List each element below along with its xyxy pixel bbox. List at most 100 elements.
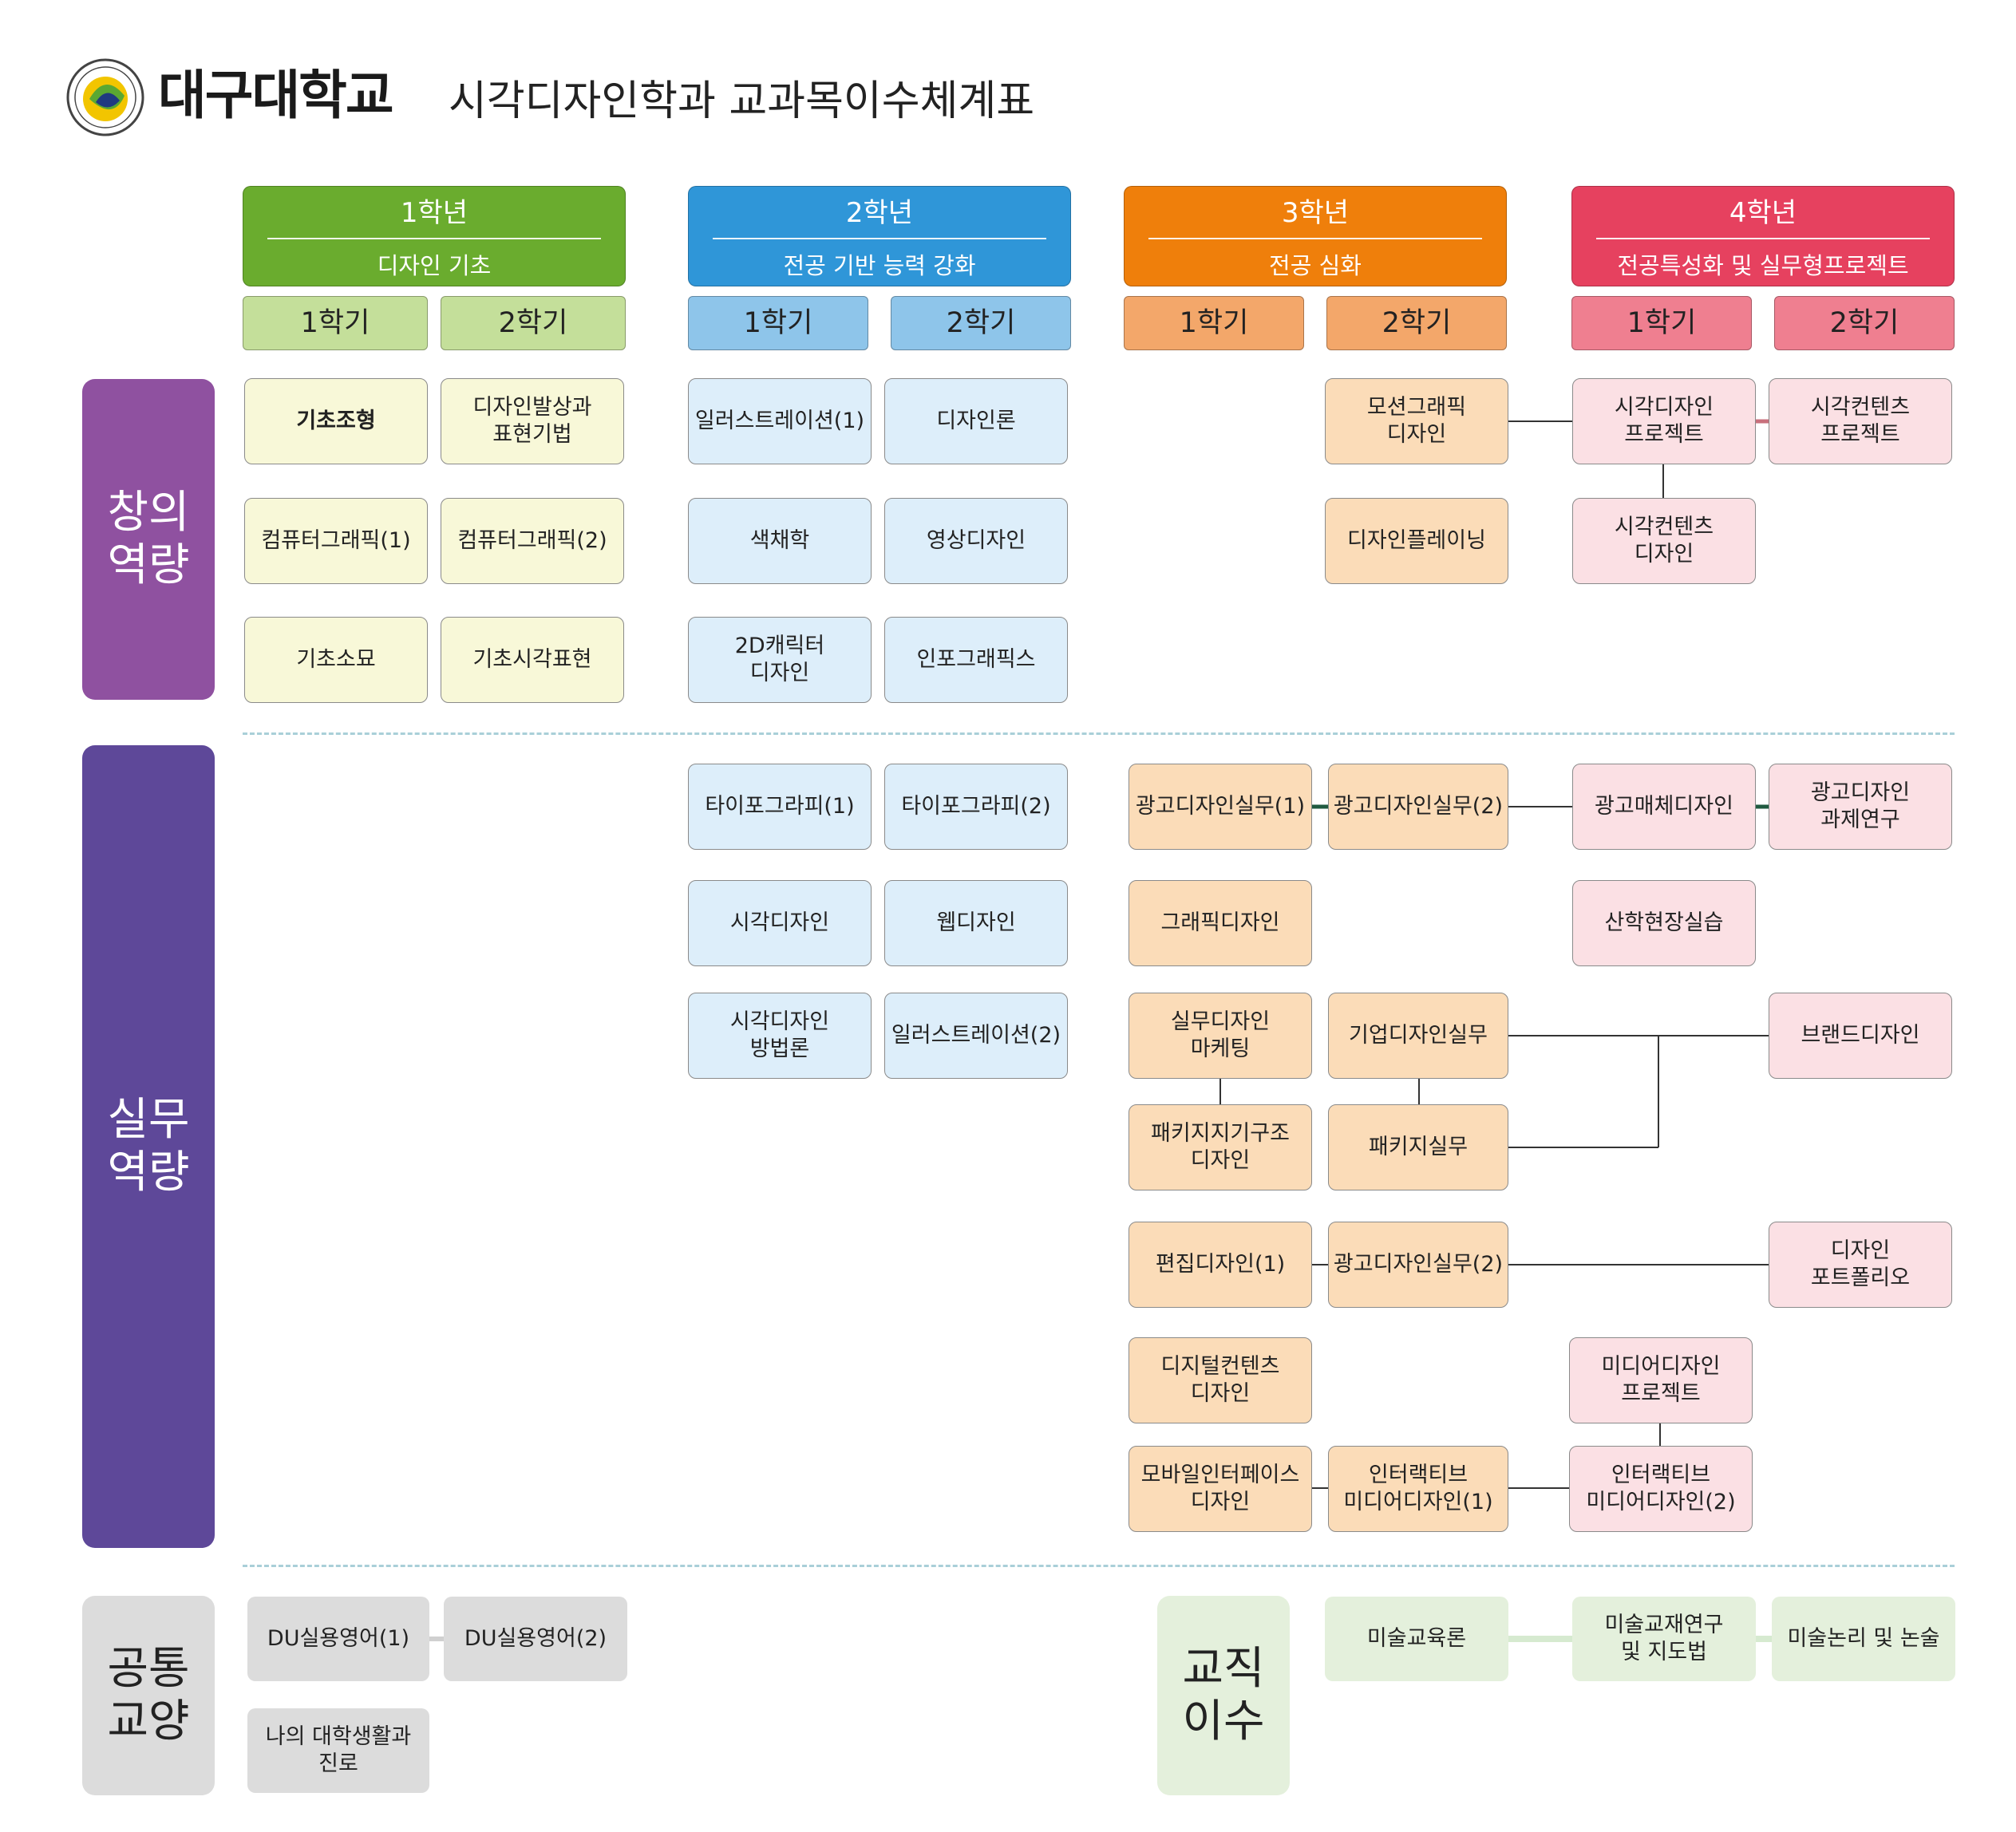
course-box[interactable]: 웹디자인 [884, 880, 1068, 966]
course-box[interactable]: 미디어디자인 프로젝트 [1569, 1337, 1753, 1423]
course-box[interactable]: 디자인플레이닝 [1325, 498, 1508, 584]
course-box[interactable]: 시각컨텐츠 디자인 [1572, 498, 1756, 584]
course-box[interactable]: 광고매체디자인 [1572, 764, 1756, 850]
course-box[interactable]: 시각디자인 [688, 880, 872, 966]
university-name: 대구대학교 [158, 65, 394, 126]
course-label: 디지털컨텐츠 디자인 [1160, 1354, 1280, 1406]
year-header-1: 1학년 디자인 기초 [243, 186, 626, 286]
course-label: 패키지실무 [1368, 1135, 1469, 1159]
course-box[interactable]: DU실용영어(1) [247, 1597, 429, 1681]
course-label: 기초소묘 [296, 647, 376, 672]
year-title: 1학년 [400, 197, 468, 229]
course-box[interactable]: 디자인 포트폴리오 [1769, 1222, 1952, 1308]
course-box[interactable]: 미술논리 및 논술 [1772, 1597, 1955, 1681]
course-box[interactable]: 미술교재연구 및 지도법 [1572, 1597, 1756, 1681]
course-box[interactable]: 광고디자인실무(2) [1328, 1222, 1508, 1308]
course-box[interactable]: 컴퓨터그래픽(2) [441, 498, 624, 584]
course-box[interactable]: 실무디자인 마케팅 [1129, 993, 1312, 1079]
course-box[interactable]: 일러스트레이션(1) [688, 378, 872, 464]
course-label: 디자인플레이닝 [1347, 528, 1486, 553]
year-title: 2학년 [845, 197, 914, 229]
course-box[interactable]: 디자인론 [884, 378, 1068, 464]
course-box[interactable]: 타이포그라피(1) [688, 764, 872, 850]
course-label: 색채학 [749, 528, 810, 553]
course-label: 기업디자인실무 [1349, 1023, 1488, 1048]
course-box[interactable]: 인터랙티브 미디어디자인(2) [1569, 1446, 1753, 1532]
course-label: 영상디자인 [926, 528, 1026, 553]
course-label: 그래픽디자인 [1160, 910, 1280, 935]
category-creative: 창의 역량 [82, 379, 215, 700]
year-header-4: 4학년 전공특성화 및 실무형프로젝트 [1571, 186, 1955, 286]
year-header-3: 3학년 전공 심화 [1124, 186, 1507, 286]
course-box[interactable]: 영상디자인 [884, 498, 1068, 584]
course-label: 시각디자인 프로젝트 [1614, 395, 1714, 447]
course-box[interactable]: 패키지지기구조 디자인 [1129, 1104, 1312, 1190]
course-box[interactable]: 인포그래픽스 [884, 617, 1068, 703]
course-box[interactable]: 패키지실무 [1328, 1104, 1508, 1190]
course-box[interactable]: 모션그래픽 디자인 [1325, 378, 1508, 464]
semester-header: 2학기 [1774, 296, 1955, 350]
divider [267, 238, 601, 239]
course-box[interactable]: 컴퓨터그래픽(1) [244, 498, 428, 584]
course-box[interactable]: 시각컨텐츠 프로젝트 [1769, 378, 1952, 464]
divider [1596, 238, 1930, 239]
course-label: 광고디자인실무(2) [1333, 1252, 1504, 1277]
course-box[interactable]: 나의 대학생활과 진로 [247, 1708, 429, 1793]
course-box[interactable]: 모바일인터페이스 디자인 [1129, 1446, 1312, 1532]
course-box[interactable]: 인터랙티브 미디어디자인(1) [1328, 1446, 1508, 1532]
course-box[interactable]: 그래픽디자인 [1129, 880, 1312, 966]
course-label: 미술교재연구 및 지도법 [1604, 1613, 1724, 1664]
category-label: 실무 역량 [107, 1094, 190, 1198]
year-header-2: 2학년 전공 기반 능력 강화 [688, 186, 1071, 286]
course-label: 디자인 포트폴리오 [1810, 1238, 1911, 1290]
course-label: 모션그래픽 디자인 [1366, 395, 1467, 447]
course-box[interactable]: 일러스트레이션(2) [884, 993, 1068, 1079]
course-box[interactable]: DU실용영어(2) [444, 1597, 627, 1681]
course-box[interactable]: 광고디자인 과제연구 [1769, 764, 1952, 850]
course-box[interactable]: 타이포그라피(2) [884, 764, 1068, 850]
category-teaching: 교직 이수 [1157, 1596, 1290, 1795]
course-box[interactable]: 기초시각표현 [441, 617, 624, 703]
year-subtitle: 전공특성화 및 실무형프로젝트 [1617, 252, 1909, 279]
course-box[interactable]: 디지털컨텐츠 디자인 [1129, 1337, 1312, 1423]
year-title: 4학년 [1729, 197, 1797, 229]
course-box[interactable]: 기초소묘 [244, 617, 428, 703]
semester-header: 1학기 [688, 296, 868, 350]
course-box[interactable]: 색채학 [688, 498, 872, 584]
category-label: 창의 역량 [107, 487, 190, 591]
category-practical: 실무 역량 [82, 745, 215, 1548]
university-logo [65, 57, 145, 137]
course-label: 컴퓨터그래픽(1) [261, 528, 411, 553]
course-box[interactable]: 광고디자인실무(1) [1129, 764, 1312, 850]
course-box[interactable]: 광고디자인실무(2) [1328, 764, 1508, 850]
course-label: DU실용영어(2) [464, 1626, 607, 1651]
semester-header: 1학기 [243, 296, 428, 350]
course-box[interactable]: 기초조형 [244, 378, 428, 464]
course-box[interactable]: 2D캐릭터 디자인 [688, 617, 872, 703]
course-box[interactable]: 시각디자인 프로젝트 [1572, 378, 1756, 464]
course-box[interactable]: 시각디자인 방법론 [688, 993, 872, 1079]
semester-header: 2학기 [891, 296, 1071, 350]
course-box[interactable]: 편집디자인(1) [1129, 1222, 1312, 1308]
course-label: 광고디자인실무(1) [1135, 794, 1306, 819]
course-box[interactable]: 브랜드디자인 [1769, 993, 1952, 1079]
category-label: 공통 교양 [107, 1643, 190, 1747]
course-box[interactable]: 디자인발상과 표현기법 [441, 378, 624, 464]
semester-header: 1학기 [1124, 296, 1304, 350]
section-divider [243, 732, 1955, 735]
course-label: 일러스트레이션(2) [891, 1023, 1061, 1048]
semester-header: 2학기 [441, 296, 626, 350]
course-label: 디자인발상과 표현기법 [472, 395, 592, 447]
year-title: 3학년 [1281, 197, 1350, 229]
course-label: 미술논리 및 논술 [1787, 1626, 1940, 1651]
course-box[interactable]: 산학현장실습 [1572, 880, 1756, 966]
course-label: DU실용영어(1) [267, 1626, 410, 1651]
course-box[interactable]: 기업디자인실무 [1328, 993, 1508, 1079]
year-subtitle: 디자인 기초 [377, 252, 492, 279]
course-label: 인터랙티브 미디어디자인(2) [1586, 1463, 1736, 1514]
course-label: 인포그래픽스 [916, 647, 1036, 672]
course-box[interactable]: 미술교육론 [1325, 1597, 1508, 1681]
course-label: 타이포그라피(2) [901, 794, 1051, 819]
section-divider [243, 1565, 1955, 1567]
